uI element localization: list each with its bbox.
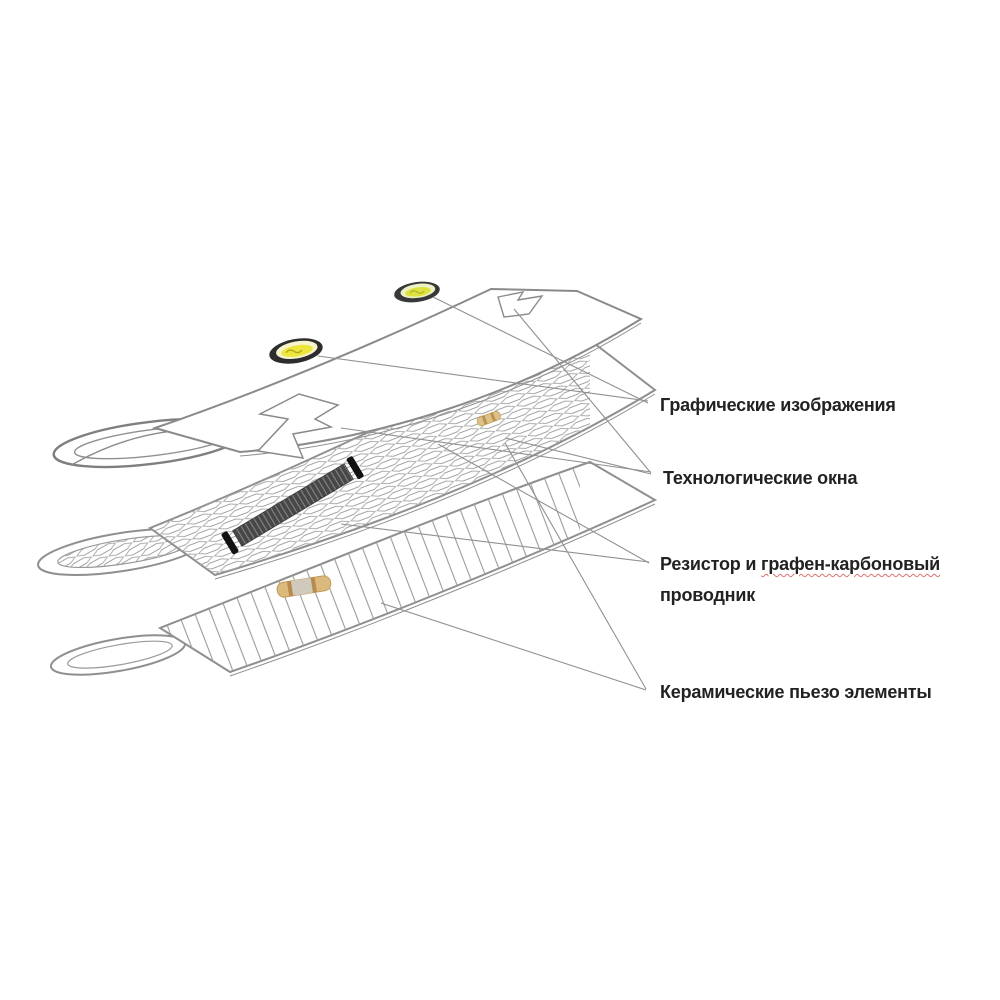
label-piezo-elements: Керамические пьезо элементы bbox=[660, 677, 932, 708]
layer-graphic-sheet bbox=[52, 287, 644, 469]
label-resistor-conductor: Резистор и графен-карбоновый проводник bbox=[660, 549, 940, 611]
label-resistor-part1: Резистор и bbox=[660, 554, 757, 574]
label-resistor-part2: графен-карбоновый bbox=[761, 554, 941, 574]
label-graphic-images-text: Графические изображения bbox=[660, 395, 896, 415]
leader-strip-to-resistor-label bbox=[340, 523, 650, 563]
leader-smallstrip-to-piezo-label bbox=[504, 442, 647, 690]
leader-zigzag-to-windows-label bbox=[340, 427, 652, 473]
logo-badge-top-icon bbox=[269, 338, 323, 364]
label-piezo-elements-text: Керамические пьезо элементы bbox=[660, 682, 932, 702]
leader-bottomlayer-to-piezo-label bbox=[380, 602, 647, 691]
label-graphic-images: Графические изображения bbox=[660, 390, 896, 421]
callout-lines bbox=[317, 296, 652, 691]
leader-conductor-to-resistor-label bbox=[437, 443, 650, 564]
graphene-layer-thickness-edge bbox=[214, 393, 656, 580]
piezo-layer-tip-loop bbox=[49, 634, 187, 676]
piezo-layer-thickness-edge bbox=[229, 503, 656, 677]
label-tech-windows: Технологические окна bbox=[663, 463, 857, 494]
logo-badge-mid-icon bbox=[394, 281, 440, 303]
leader-badge-top-to-graphic-label bbox=[317, 355, 649, 402]
label-tech-windows-text: Технологические окна bbox=[663, 468, 858, 488]
zigzag-window-cutout bbox=[256, 393, 340, 459]
resistor-small-icon bbox=[476, 410, 501, 427]
tail-window-cutout bbox=[497, 290, 544, 318]
piezo-strip-large-icon bbox=[221, 456, 364, 555]
leader-badge-mid-to-graphic-label bbox=[432, 296, 649, 404]
leader-midwindow-to-windows-label bbox=[504, 437, 652, 475]
leader-tailwindow-to-windows-label bbox=[513, 308, 652, 474]
label-resistor-line2: проводник bbox=[660, 585, 756, 605]
label-resistor-line1: Резистор и графен-карбоновый bbox=[660, 549, 940, 580]
resistor-large-icon bbox=[276, 575, 332, 598]
